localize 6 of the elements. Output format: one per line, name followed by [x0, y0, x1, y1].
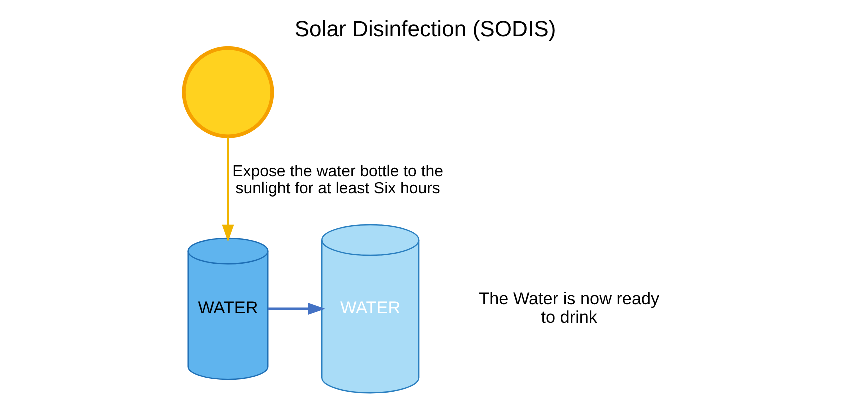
- arrow: [268, 302, 326, 315]
- node-circle: [182, 46, 274, 138]
- edge-label: Expose the water bottle to the sunlight for at least Six hours: [232, 162, 444, 198]
- diagram-title: Solar Disinfection (SODIS): [294, 16, 556, 41]
- arrow: [222, 136, 234, 242]
- node-label: The Water is now ready to drink: [478, 288, 660, 326]
